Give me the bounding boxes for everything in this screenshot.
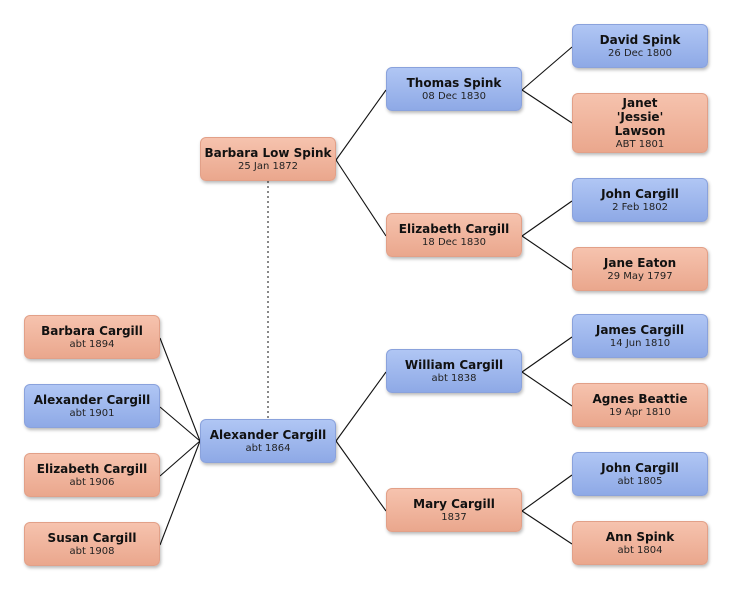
person-date: abt 1894 [69,338,115,350]
person-card-barbara-low-spink[interactable]: Barbara Low Spink 25 Jan 1872 [200,137,336,181]
person-card-mary-cargill[interactable]: Mary Cargill 1837 [386,488,522,532]
person-card-thomas-spink[interactable]: Thomas Spink 08 Dec 1830 [386,67,522,111]
person-date: abt 1908 [69,545,115,557]
person-card-alexander-cargill-1864[interactable]: Alexander Cargill abt 1864 [200,419,336,463]
person-card-alexander-cargill-1901[interactable]: Alexander Cargill abt 1901 [24,384,160,428]
person-name: Susan Cargill [47,530,137,545]
person-name: Mary Cargill [413,496,495,511]
connector-line [335,440,387,512]
connector-line [335,89,387,161]
person-date: 08 Dec 1830 [422,90,486,102]
person-date: abt 1906 [69,476,115,488]
person-date: 29 May 1797 [607,270,673,282]
person-name: Alexander Cargill [33,392,151,407]
person-name: Janet 'Jessie' Lawson [614,95,666,138]
person-name: William Cargill [404,357,504,372]
person-date: abt 1804 [617,544,663,556]
connector-line [159,440,201,477]
connector-line [521,371,573,407]
person-card-susan-cargill[interactable]: Susan Cargill abt 1908 [24,522,160,566]
connector-line [521,89,573,124]
connector-line [521,474,573,512]
person-card-john-cargill-1805[interactable]: John Cargill abt 1805 [572,452,708,496]
person-date: 2 Feb 1802 [612,201,668,213]
person-date: 14 Jun 1810 [609,337,671,349]
person-name: David Spink [599,32,681,47]
person-date: 26 Dec 1800 [608,47,672,59]
person-name: Elizabeth Cargill [398,221,510,236]
connector-line [159,440,201,546]
connector-line [335,159,387,237]
connector-line [521,336,573,373]
person-name: Barbara Cargill [41,323,143,338]
person-card-david-spink[interactable]: David Spink 26 Dec 1800 [572,24,708,68]
person-date: abt 1901 [69,407,115,419]
person-name: Barbara Low Spink [204,145,332,160]
person-date: ABT 1801 [615,138,665,150]
connector-line [521,510,573,545]
connector-line [159,337,201,442]
connector-line [521,46,573,91]
person-date: 18 Dec 1830 [422,236,486,248]
connector-line [521,235,573,271]
person-card-agnes-beattie[interactable]: Agnes Beattie 19 Apr 1810 [572,383,708,427]
person-card-elizabeth-cargill-1906[interactable]: Elizabeth Cargill abt 1906 [24,453,160,497]
person-name: James Cargill [595,322,685,337]
person-date: abt 1805 [617,475,663,487]
person-name: John Cargill [601,186,679,201]
person-date: 19 Apr 1810 [609,406,671,418]
person-name: John Cargill [601,460,679,475]
person-date: 25 Jan 1872 [238,160,298,172]
person-date: 1837 [441,511,467,523]
person-card-william-cargill[interactable]: William Cargill abt 1838 [386,349,522,393]
person-name: Thomas Spink [406,75,502,90]
person-card-jane-eaton[interactable]: Jane Eaton 29 May 1797 [572,247,708,291]
person-name: Ann Spink [605,529,675,544]
person-card-barbara-cargill[interactable]: Barbara Cargill abt 1894 [24,315,160,359]
person-card-elizabeth-cargill-1830[interactable]: Elizabeth Cargill 18 Dec 1830 [386,213,522,257]
person-card-james-cargill[interactable]: James Cargill 14 Jun 1810 [572,314,708,358]
person-name: Alexander Cargill [209,427,327,442]
person-card-ann-spink[interactable]: Ann Spink abt 1804 [572,521,708,565]
person-card-john-cargill-1802[interactable]: John Cargill 2 Feb 1802 [572,178,708,222]
connector-line [159,406,201,442]
connector-line [335,371,387,442]
person-name: Agnes Beattie [592,391,688,406]
person-card-janet-lawson[interactable]: Janet 'Jessie' Lawson ABT 1801 [572,93,708,153]
connector-line [521,200,573,237]
person-name: Jane Eaton [603,255,677,270]
person-name: Elizabeth Cargill [36,461,148,476]
person-date: abt 1838 [431,372,477,384]
person-date: abt 1864 [245,442,291,454]
